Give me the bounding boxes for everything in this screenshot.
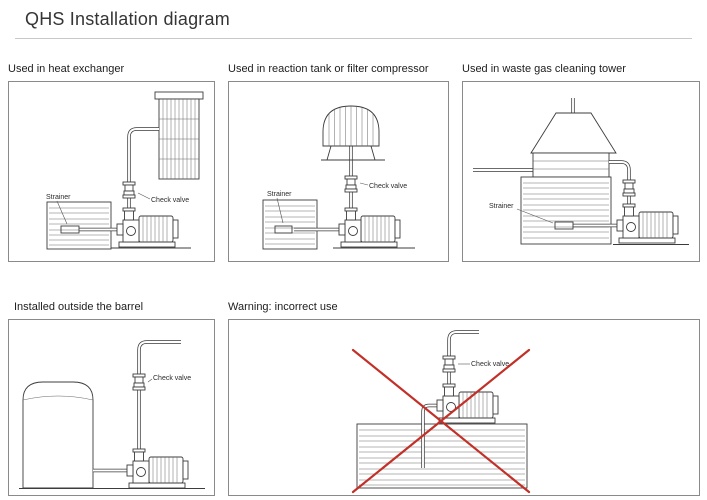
panel-outside-barrel: Installed outside the barrel Check valve <box>8 300 215 496</box>
strainer-leader <box>56 200 68 225</box>
pump <box>116 207 179 248</box>
check-valve-label: Check valve <box>471 361 509 368</box>
strainer <box>554 221 574 230</box>
panel-caption: Used in reaction tank or filter compress… <box>228 63 429 75</box>
panel-reaction-tank: Used in reaction tank or filter compress… <box>228 62 449 262</box>
outside-barrel-drawing: Check valve <box>19 340 205 489</box>
strainer-leader <box>516 208 554 224</box>
tank <box>356 423 528 489</box>
check-valve-leader <box>147 378 153 383</box>
diagram-incorrect-use: Check valve <box>228 319 700 496</box>
check-valve <box>442 355 456 373</box>
panel-caption: Installed outside the barrel <box>14 301 144 313</box>
strainer-label: Strainer <box>267 191 292 198</box>
barrel <box>22 381 94 489</box>
warning-cross <box>351 348 531 494</box>
pump <box>338 207 401 248</box>
discharge-pipe <box>447 330 479 384</box>
strainer-label: Strainer <box>489 203 514 210</box>
title-divider <box>15 38 692 39</box>
check-valve-leader <box>137 192 151 200</box>
waste-gas-tower-drawing: Strainer <box>473 98 689 245</box>
filter-unit <box>321 105 385 161</box>
discharge-pipe <box>609 160 631 204</box>
check-valve <box>344 175 358 193</box>
reaction-tank-drawing: Strainer Check valve <box>262 105 415 250</box>
diagram-reaction-tank: Strainer Check valve <box>228 81 449 262</box>
panel-heat-exchanger: Used in heat exchanger <box>8 62 215 262</box>
cleaning-tower <box>530 112 617 178</box>
page-title: QHS Installation diagram <box>25 9 230 29</box>
diagram-heat-exchanger: Strainer Check valve <box>8 81 215 262</box>
pump <box>126 448 189 489</box>
diagram-outside-barrel: Check valve <box>8 319 215 496</box>
heat-exchanger-coil <box>154 91 204 180</box>
check-valve-leader <box>359 182 369 186</box>
discharge-pipe <box>127 127 159 208</box>
strainer <box>60 225 80 234</box>
check-valve <box>122 181 136 199</box>
discharge-pipe <box>137 340 181 449</box>
tank <box>46 201 112 250</box>
check-valve <box>622 179 636 197</box>
panel-waste-gas-tower: Used in waste gas cleaning tower <box>462 62 700 262</box>
strainer-leader <box>276 197 284 224</box>
check-valve-label: Check valve <box>369 183 407 190</box>
tank <box>262 199 318 250</box>
panel-caption: Used in waste gas cleaning tower <box>462 63 626 75</box>
diagram-waste-gas-tower: Strainer <box>462 81 700 262</box>
strainer-label: Strainer <box>46 194 71 201</box>
tank <box>520 176 612 245</box>
strainer <box>274 225 293 234</box>
pump <box>616 203 679 244</box>
incorrect-use-drawing: Check valve <box>351 330 531 494</box>
check-valve <box>132 373 146 391</box>
heat-exchanger-drawing: Strainer Check valve <box>46 91 204 250</box>
check-valve-label: Check valve <box>153 375 191 382</box>
check-valve-label: Check valve <box>151 197 189 204</box>
panel-caption: Warning: incorrect use <box>228 301 338 313</box>
panel-caption: Used in heat exchanger <box>8 63 125 75</box>
panel-incorrect-use: Warning: incorrect use Check valve <box>228 300 700 496</box>
